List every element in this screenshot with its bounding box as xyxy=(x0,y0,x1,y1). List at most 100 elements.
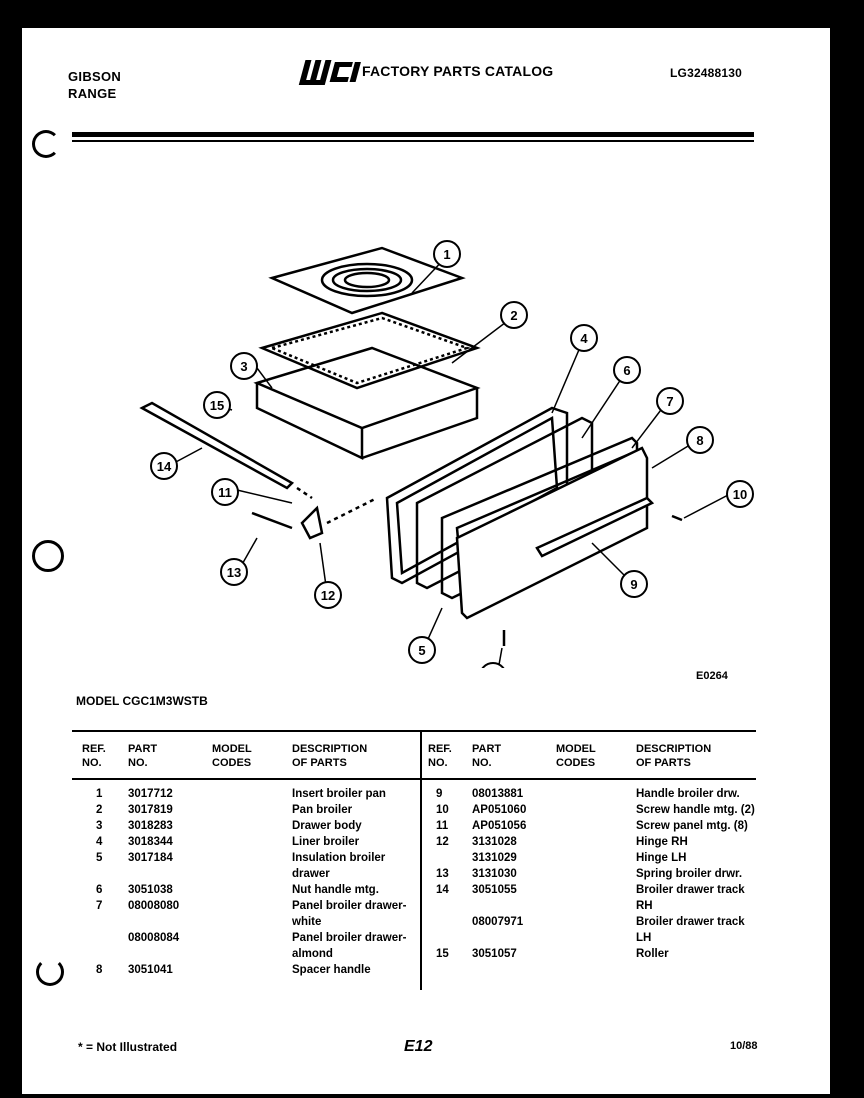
callout-15: 15 xyxy=(203,391,231,419)
hinge xyxy=(300,505,324,540)
ref-cell: 9 xyxy=(436,788,443,800)
svg-text:14: 14 xyxy=(157,459,172,474)
svg-text:13: 13 xyxy=(227,565,241,580)
description-cell: Spacer handle xyxy=(292,964,371,976)
ref-cell: 12 xyxy=(436,836,449,848)
callout-5: 5 xyxy=(408,636,436,664)
ref-cell: 1 xyxy=(96,788,103,800)
col-desc-right: DESCRIPTION OF PARTS xyxy=(636,743,712,769)
description-cell: Insulation broiler xyxy=(292,852,386,864)
part-number-cell: 08008084 xyxy=(128,932,180,944)
part-number-cell: 3017819 xyxy=(128,804,173,816)
catalog-title: FACTORY PARTS CATALOG xyxy=(362,63,554,79)
catalog-number: LG32488130 xyxy=(670,66,743,80)
punch-hole-middle xyxy=(32,540,64,572)
callout-1: 1 xyxy=(433,240,461,268)
ref-cell: 15 xyxy=(436,948,449,960)
description-cell: RH xyxy=(636,900,653,912)
callout-8: 8 xyxy=(686,426,714,454)
part-number-cell: 08008080 xyxy=(128,900,180,912)
figure-id: E0264 xyxy=(696,670,728,682)
part-number-cell: 3051038 xyxy=(128,884,173,896)
punch-hole-bottom xyxy=(36,958,64,986)
svg-text:3: 3 xyxy=(240,359,247,374)
ref-cell: 11 xyxy=(436,820,449,832)
svg-text:4: 4 xyxy=(580,331,588,346)
part-number-cell: 3018344 xyxy=(128,836,173,848)
svg-text:7: 7 xyxy=(666,394,673,409)
ref-cell: 10 xyxy=(436,804,449,816)
svg-text:6: 6 xyxy=(623,363,630,378)
ref-cell: 5 xyxy=(96,852,103,864)
callout-14: 14 xyxy=(150,452,178,480)
svg-text:1: 1 xyxy=(443,247,450,262)
description-cell: Insert broiler pan xyxy=(292,788,386,800)
description-cell: Broiler drawer track xyxy=(636,916,745,928)
description-cell: Hinge RH xyxy=(636,836,688,848)
callout-13: 13 xyxy=(220,558,248,586)
catalog-page: GIBSON RANGE FACTORY PARTS CATALOG LG324… xyxy=(22,28,830,1094)
parts-table: REF. NO. PART NO. MODEL CODES DESCRIPTIO… xyxy=(72,730,756,990)
footnote: * = Not Illustrated xyxy=(78,1040,178,1054)
ref-cell: 4 xyxy=(96,836,103,848)
description-cell: drawer xyxy=(292,868,330,880)
part-number-cell: 3051041 xyxy=(128,964,173,976)
description-cell: Screw panel mtg. (8) xyxy=(636,820,748,832)
description-cell: Nut handle mtg. xyxy=(292,884,379,896)
callout-3: 3 xyxy=(230,352,258,380)
description-cell: Drawer body xyxy=(292,820,362,832)
part-number-cell: 08007971 xyxy=(472,916,524,928)
svg-text:8: 8 xyxy=(696,433,703,448)
brand-name: GIBSON xyxy=(68,69,122,84)
ref-cell: 2 xyxy=(96,804,103,816)
description-cell: almond xyxy=(292,948,333,960)
callout-12: 12 xyxy=(314,581,342,609)
callout-6: 6 xyxy=(613,356,641,384)
description-cell: Panel broiler drawer- xyxy=(292,900,407,912)
description-cell: Pan broiler xyxy=(292,804,353,816)
screw-handle xyxy=(671,514,683,522)
callout-10: 10 xyxy=(726,480,754,508)
description-cell: Liner broiler xyxy=(292,836,360,848)
spring-broiler-drawer xyxy=(251,511,293,530)
insert-broiler-pan xyxy=(268,246,466,315)
part-number-cell: 3017712 xyxy=(128,788,173,800)
svg-text:5: 5 xyxy=(418,643,425,658)
drawer-track xyxy=(139,401,295,490)
callout-9: 9 xyxy=(620,570,648,598)
part-number-cell: AP051060 xyxy=(472,804,527,816)
exploded-parts-diagram: 1 2 3 4 5 6 7 8 9 10 11 11 12 13 14 15 xyxy=(139,240,754,668)
model-line: MODEL CGC1M3WSTB xyxy=(76,694,208,708)
drawer-front xyxy=(455,446,649,620)
ref-cell: 8 xyxy=(96,964,103,976)
col-part-right: PART NO. xyxy=(472,743,502,769)
col-part-left: PART NO. xyxy=(128,743,158,769)
wci-logo xyxy=(298,60,361,85)
part-number-cell: 3051057 xyxy=(472,948,517,960)
part-number-cell: 3131029 xyxy=(472,852,517,864)
svg-text:2: 2 xyxy=(510,308,517,323)
callout-2: 2 xyxy=(500,301,528,329)
col-codes-right: MODEL CODES xyxy=(556,743,596,769)
part-number-cell: 3131028 xyxy=(472,836,517,848)
ref-cell: 6 xyxy=(96,884,103,896)
description-cell: Handle broiler drw. xyxy=(636,788,740,800)
handle-broiler-drawer xyxy=(535,496,655,558)
callouts: 1 2 3 4 5 6 7 8 9 10 11 11 12 13 14 15 xyxy=(150,240,754,668)
print-date: 10/88 xyxy=(730,1040,758,1052)
part-number-cell: 3131030 xyxy=(472,868,517,880)
part-number-cell: 3018283 xyxy=(128,820,173,832)
callout-11a: 11 xyxy=(211,478,239,506)
ref-cell: 3 xyxy=(96,820,103,832)
description-cell: Broiler drawer track xyxy=(636,884,745,896)
ref-cell: 13 xyxy=(436,868,449,880)
col-codes-left: MODEL CODES xyxy=(212,743,252,769)
description-cell: white xyxy=(292,916,322,928)
col-desc-left: DESCRIPTION OF PARTS xyxy=(292,743,368,769)
ref-cell: 7 xyxy=(96,900,103,912)
svg-text:9: 9 xyxy=(630,577,637,592)
ref-cell: 14 xyxy=(436,884,449,896)
callout-7: 7 xyxy=(656,387,684,415)
description-cell: Panel broiler drawer- xyxy=(292,932,407,944)
description-cell: Roller xyxy=(636,948,669,960)
